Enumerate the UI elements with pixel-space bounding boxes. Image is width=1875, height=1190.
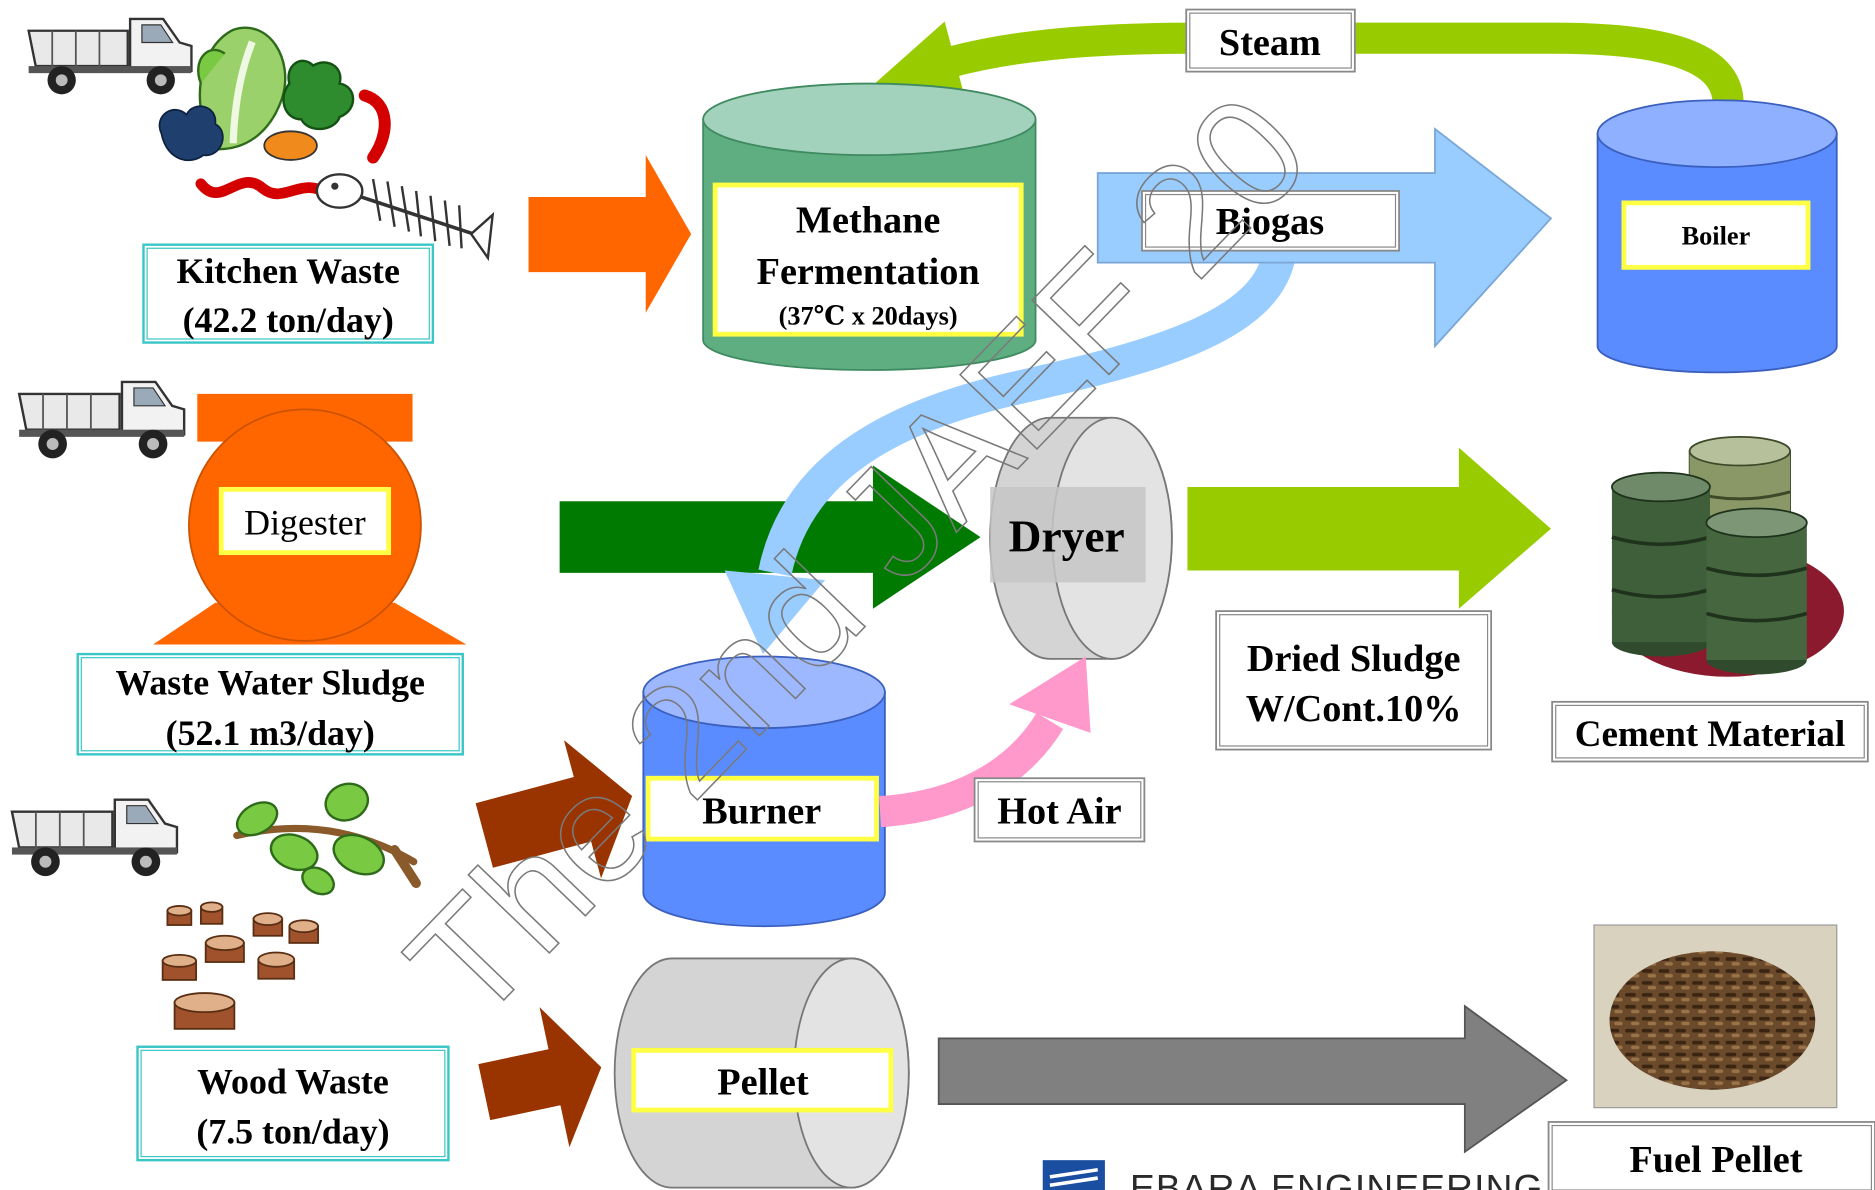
burner-text: Burner [702,791,821,833]
methane-text: Methane [796,200,940,242]
cement-material-text: Cement Material [1575,714,1846,755]
wood-waste-arrow-to-pellet [478,1007,602,1148]
ebara-logo [1042,1160,1105,1190]
wood-waste-label: Wood Waste (7.5 ton/day) [136,1045,450,1162]
kitchen-waste-label: Kitchen Waste (42.2 ton/day) [142,243,435,344]
footer-company-text: EBARA ENGINEERING S [1130,1167,1581,1190]
dried-sludge-water-content: W/Cont.10% [1246,688,1462,730]
hot-air-label: Hot Air [973,777,1146,843]
burner-label: Burner [645,775,879,842]
fuel-pellet-photo [1593,924,1838,1109]
fish-bone-icon [315,173,495,262]
fermentation-conditions: (37℃ x 20days) [779,302,958,331]
leaves-branch-icon [233,782,421,896]
pellet-label: Pellet [631,1047,894,1113]
truck-icon [27,17,193,96]
wood-waste-title: Wood Waste [197,1061,389,1101]
wood-waste-arrow-to-burner [475,740,633,879]
dried-sludge-title: Dried Sludge [1247,638,1461,680]
fermentation-text: Fermentation [757,251,980,293]
dryer-drum: Dryer [989,416,1173,660]
cement-drums-icon [1611,435,1844,677]
fuel-pellet-text: Fuel Pellet [1629,1139,1802,1181]
truck-icon [17,380,186,460]
biogas-text: Biogas [1216,201,1324,243]
dried-sludge-arrow [1187,447,1551,609]
digester-label: Digester [218,486,392,556]
vegetables-icon [158,26,391,200]
steam-label: Steam [1185,8,1356,73]
kitchen-waste-title: Kitchen Waste [176,251,399,291]
boiler-label: Boiler [1621,200,1811,270]
truck-icon [10,798,179,878]
tree-stumps-icon [161,901,319,1030]
dried-sludge-label: Dried Sludge W/Cont.10% [1215,610,1493,751]
dryer-text: Dryer [1009,511,1125,561]
waste-water-sludge-amount: (52.1 m3/day) [166,713,375,753]
waste-water-sludge-title: Waste Water Sludge [115,663,425,703]
digester-text: Digester [244,503,366,543]
cement-material-label: Cement Material [1551,700,1869,763]
biogas-to-burner-arrow [724,249,1297,655]
boiler-text: Boiler [1682,222,1751,251]
wood-waste-amount: (7.5 ton/day) [196,1111,389,1151]
methane-fermentation-label: Methane Fermentation (37℃ x 20days) [712,182,1024,337]
pellet-output-arrow [937,1004,1569,1154]
kitchen-waste-arrow [528,155,692,313]
biogas-label: Biogas [1141,190,1400,252]
pellet-text: Pellet [717,1062,809,1104]
waste-water-sludge-label: Waste Water Sludge (52.1 m3/day) [76,652,464,756]
fuel-pellet-label: Fuel Pellet [1547,1121,1875,1190]
hot-air-text: Hot Air [997,791,1121,833]
kitchen-waste-amount: (42.2 ton/day) [183,300,394,340]
steam-arrow [869,21,1744,109]
steam-text: Steam [1219,22,1321,64]
